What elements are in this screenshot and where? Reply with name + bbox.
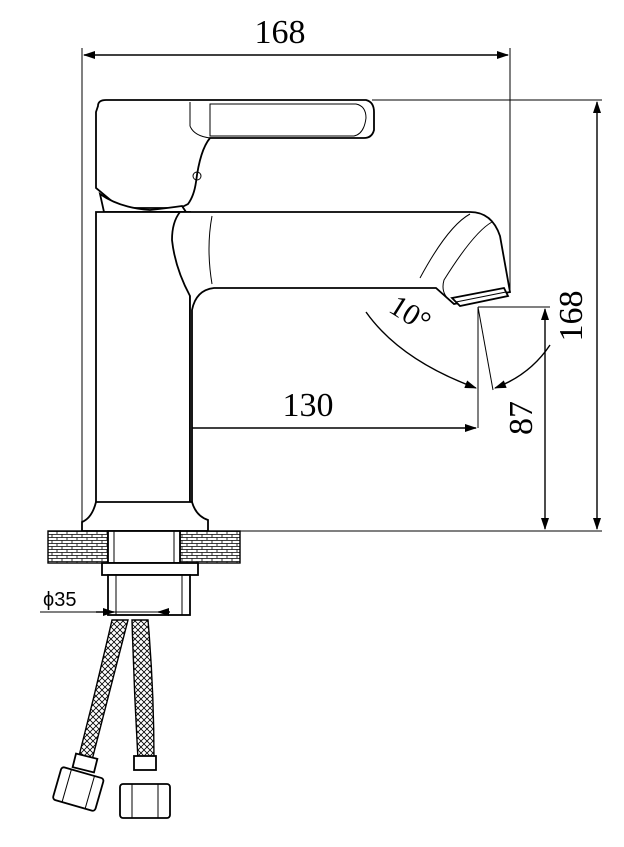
overall-height-dimension: 168 bbox=[553, 101, 601, 530]
hose-right bbox=[131, 619, 155, 761]
mounting-washer bbox=[101, 562, 199, 576]
overall-width-label: 168 bbox=[255, 14, 306, 51]
connector-diameter-dimension: ϕ35 bbox=[40, 589, 170, 616]
mounting-nut-upper bbox=[107, 530, 181, 564]
threaded-shank bbox=[107, 574, 191, 616]
hose-fitting-left bbox=[52, 766, 105, 812]
lever-pivot bbox=[192, 171, 202, 181]
braided-hoses bbox=[52, 619, 171, 819]
handle-collar bbox=[98, 191, 188, 213]
connector-diameter-label: ϕ35 bbox=[43, 589, 76, 611]
spout-reach-label: 130 bbox=[283, 387, 334, 424]
spout-angle-dimension: 10° bbox=[365, 289, 551, 392]
overall-height-label: 168 bbox=[553, 291, 590, 342]
spout-angle-label: 10° bbox=[383, 289, 436, 339]
overall-width-dimension: 168 bbox=[83, 14, 509, 59]
spout-height-label: 87 bbox=[503, 401, 540, 435]
spout-height-dimension: 87 bbox=[503, 308, 549, 530]
countertop-section bbox=[47, 530, 241, 576]
spout bbox=[170, 211, 512, 506]
hose-fitting-right bbox=[119, 783, 171, 819]
lever-handle bbox=[95, 99, 375, 209]
base-flange bbox=[81, 501, 209, 532]
hose-left bbox=[77, 619, 129, 761]
faucet-body bbox=[81, 99, 512, 532]
spout-reach-dimension: 130 bbox=[147, 387, 477, 432]
